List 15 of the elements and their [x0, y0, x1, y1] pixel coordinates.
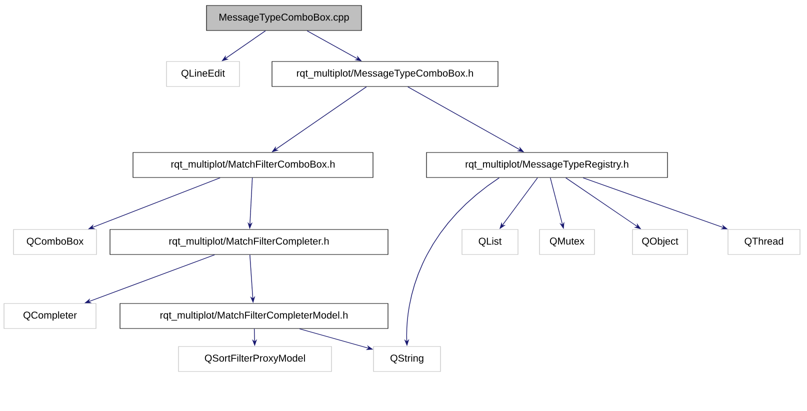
library-header-box: QComboBox [13, 229, 97, 255]
header-file-box: rqt_multiplot/MessageTypeRegistry.h [426, 152, 668, 178]
library-header-box: QList [462, 229, 518, 255]
library-header-box: QString [373, 346, 441, 372]
header-file-box: rqt_multiplot/MatchFilterComboBox.h [132, 152, 374, 178]
header-file-box: rqt_multiplot/MatchFilterCompleterModel.h [120, 303, 388, 329]
library-header-box: QThread [728, 229, 800, 255]
header-file-box: rqt_multiplot/MatchFilterCompleter.h [110, 229, 388, 255]
library-header-box: QCompleter [4, 303, 96, 329]
library-header-box: QObject [632, 229, 688, 255]
header-file-box: rqt_multiplot/MessageTypeComboBox.h [272, 61, 498, 87]
library-header-box: QSortFilterProxyModel [178, 346, 332, 372]
source-file-box: MessageTypeComboBox.cpp [206, 5, 362, 31]
library-header-box: QLineEdit [166, 61, 240, 87]
library-header-box: QMutex [539, 229, 595, 255]
